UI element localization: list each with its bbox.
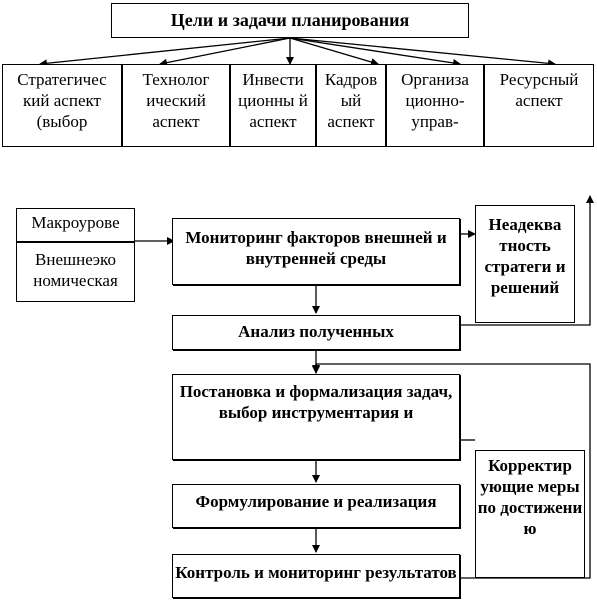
aspect-resource-label: Ресурсный аспект xyxy=(499,70,579,110)
aspect-technological: Технолог ический аспект xyxy=(122,64,230,147)
control-label: Контроль и мониторинг результатов xyxy=(175,563,457,582)
monitoring-box: Мониторинг факторов внешней и внутренней… xyxy=(172,218,460,285)
analysis-box: Анализ полученных xyxy=(172,315,460,350)
macro-level-box: Макроурове xyxy=(16,208,135,242)
analysis-label: Анализ полученных xyxy=(238,322,394,341)
control-box: Контроль и мониторинг результатов xyxy=(172,554,460,598)
aspect-personnel: Кадров ый аспект xyxy=(316,64,386,147)
aspect-organizational: Организа ционно- управ- xyxy=(386,64,484,147)
foreign-economic-label: Внешнеэко номическая xyxy=(33,250,118,290)
aspect-resource: Ресурсный аспект xyxy=(484,64,594,147)
planning-title-box: Цели и задачи планирования xyxy=(111,3,469,38)
aspect-technological-label: Технолог ический аспект xyxy=(142,70,210,131)
task-setting-box: Постановка и формализация задач, выбор и… xyxy=(172,374,460,460)
aspect-investment-label: Инвести ционны й аспект xyxy=(238,70,308,131)
aspect-strategic: Стратегичес кий аспект (выбор xyxy=(2,64,122,147)
aspect-organizational-label: Организа ционно- управ- xyxy=(401,70,469,131)
formulation-box: Формулирование и реализация xyxy=(172,484,460,528)
foreign-economic-box: Внешнеэко номическая xyxy=(16,242,135,302)
corrective-measures-label: Корректир ующие меры по достижени ю xyxy=(477,456,583,538)
task-setting-label: Постановка и формализация задач, выбор и… xyxy=(179,382,453,422)
feedback-inadequacy xyxy=(460,195,594,326)
monitoring-label: Мониторинг факторов внешней и внутренней… xyxy=(185,228,447,268)
planning-title: Цели и задачи планирования xyxy=(170,10,410,30)
aspect-personnel-label: Кадров ый аспект xyxy=(324,70,378,131)
aspect-strategic-label: Стратегичес кий аспект (выбор xyxy=(17,70,107,131)
fanout-arrows xyxy=(39,37,556,68)
inadequacy-label: Неадеква тность стратеги и решений xyxy=(484,215,566,297)
corrective-measures-box: Корректир ующие меры по достижени ю xyxy=(475,450,585,578)
formulation-label: Формулирование и реализация xyxy=(195,492,437,511)
inadequacy-box: Неадеква тность стратеги и решений xyxy=(475,205,575,323)
macro-level-label: Макроурове xyxy=(31,213,120,232)
aspect-investment: Инвести ционны й аспект xyxy=(230,64,316,147)
